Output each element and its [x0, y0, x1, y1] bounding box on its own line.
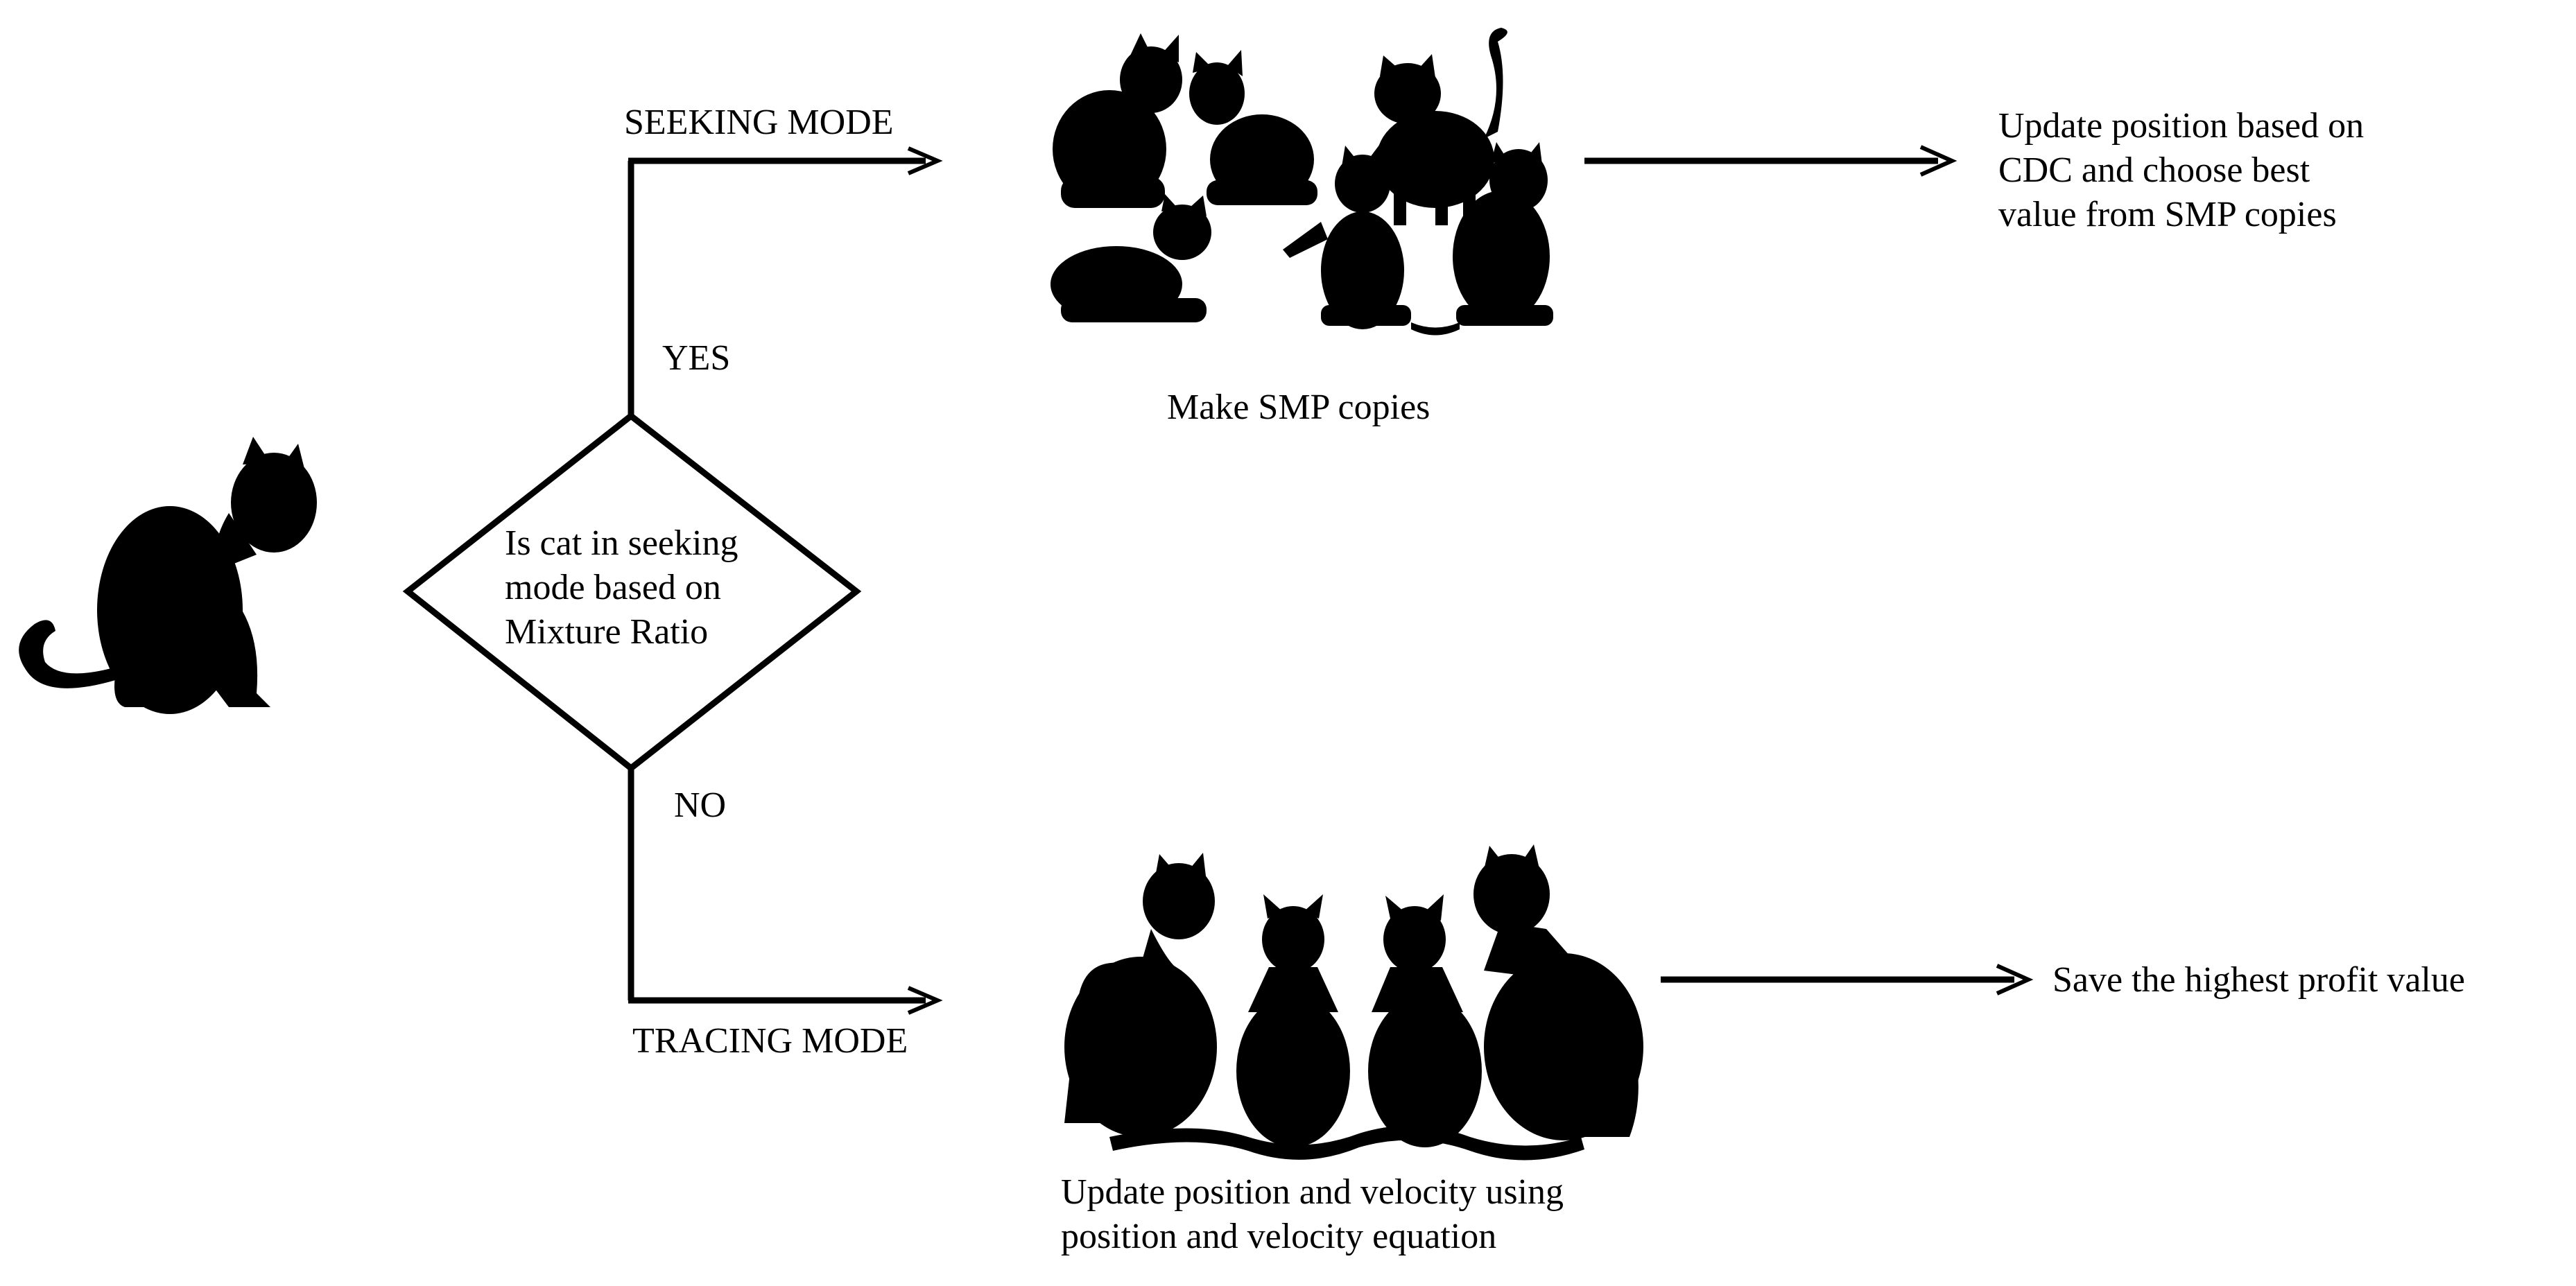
no-label: NO [674, 785, 727, 825]
tracing-result-text: Save the highest profit value [2052, 960, 2465, 1000]
seeking-result-line: CDC and choose best [1998, 150, 2310, 190]
seeking-result-arrow [1584, 145, 1957, 177]
tracing-update-line: position and velocity equation [1061, 1217, 1497, 1256]
tracing-mode-arrow [628, 986, 943, 1015]
decision-question: Is cat in seeking mode based on Mixture … [505, 521, 738, 654]
yes-label: YES [662, 338, 731, 378]
tracing-update-line: Update position and velocity using [1061, 1172, 1564, 1212]
cat-sitting-icon [19, 437, 317, 714]
seeking-result-text: Update position based on CDC and choose … [1998, 104, 2364, 237]
tracing-update-caption: Update position and velocity using posit… [1061, 1170, 1564, 1259]
cat-group-icon [1051, 28, 1553, 336]
seeking-mode-arrow [628, 146, 943, 175]
cat-row-icon [1064, 844, 1643, 1161]
tracing-mode-label: TRACING MODE [632, 1021, 908, 1061]
seeking-result-line: value from SMP copies [1998, 195, 2337, 234]
tracing-result-arrow [1661, 964, 2034, 996]
seeking-result-line: Update position based on [1998, 106, 2365, 146]
decision-question-line: mode based on [505, 568, 721, 607]
decision-question-line: Mixture Ratio [505, 612, 709, 652]
seeking-mode-label: SEEKING MODE [624, 103, 894, 142]
decision-question-line: Is cat in seeking [505, 523, 738, 563]
smp-copies-caption: Make SMP copies [1167, 388, 1430, 427]
